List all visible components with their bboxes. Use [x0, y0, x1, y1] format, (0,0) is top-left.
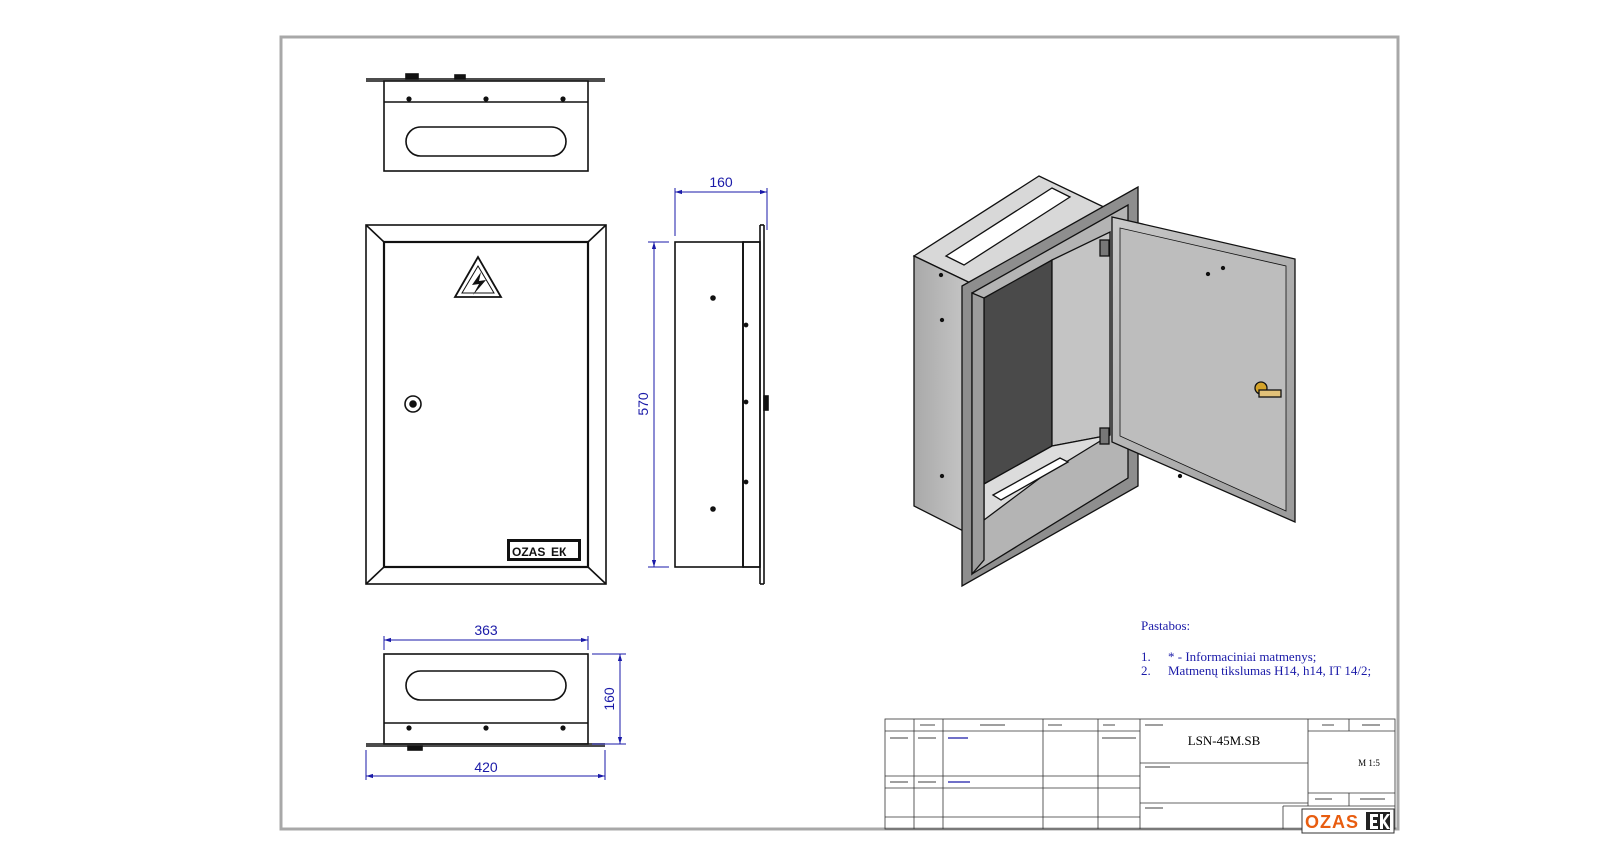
- company-logo-text: OZAS: [1305, 812, 1359, 832]
- notes-heading: Pastabos:: [1141, 618, 1190, 633]
- dim-bottom-inner-width: 363: [474, 622, 498, 638]
- svg-text:ЕК: ЕК: [551, 545, 567, 559]
- dim-bottom-outer-width: 420: [474, 759, 498, 775]
- note-1-text: * - Informaciniai matmenys;: [1168, 649, 1316, 664]
- bottom-dimension-inner-width: 363: [383, 622, 589, 650]
- dim-bottom-depth: 160: [601, 687, 617, 711]
- front-view: [365, 224, 607, 585]
- side-view: [674, 224, 769, 585]
- title-block-marks-blue: [948, 737, 970, 783]
- product-code: LSN-45M.SB: [1188, 733, 1261, 748]
- company-logo: OZAS: [1301, 808, 1395, 834]
- bottom-view: [366, 653, 605, 751]
- dim-side-depth: 160: [709, 174, 733, 190]
- dim-side-height: 570: [635, 392, 651, 416]
- title-block-marks: [890, 724, 1385, 809]
- front-logo-text: OZAS: [512, 545, 545, 559]
- notes-block: Pastabos: 1. * - Informaciniai matmenys;…: [1141, 618, 1371, 678]
- isometric-view: [912, 175, 1296, 588]
- side-dimension-height: 570: [635, 241, 669, 568]
- title-block: [884, 718, 1396, 830]
- bottom-dimension-outer-width: 420: [365, 750, 606, 780]
- bottom-dimension-depth: 160: [592, 653, 626, 745]
- drawing-scale: M 1:5: [1358, 758, 1380, 768]
- front-logo-badge: OZAS ЕК: [507, 539, 581, 561]
- side-dimension-depth: 160: [674, 174, 768, 236]
- note-2-num: 2.: [1141, 663, 1151, 678]
- note-2-text: Matmenų tikslumas H14, h14, IT 14/2;: [1168, 663, 1371, 678]
- note-1-num: 1.: [1141, 649, 1151, 664]
- top-view: [366, 73, 605, 172]
